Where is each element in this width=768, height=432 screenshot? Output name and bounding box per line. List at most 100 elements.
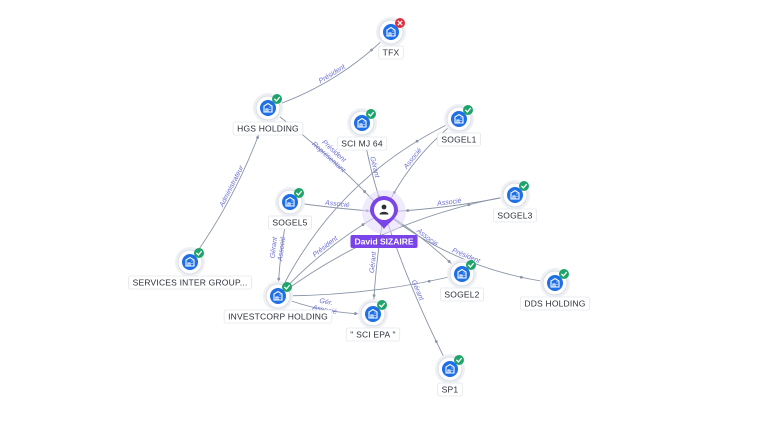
status-ok-icon (377, 300, 387, 310)
building-glyph (285, 196, 295, 207)
edge-label-text: Gér. (319, 298, 333, 307)
building-glyph (445, 363, 455, 374)
building-glyph (185, 256, 195, 267)
edge-label-text: Administrateur (218, 164, 245, 209)
label-box (345, 327, 401, 342)
company-node-sogel1[interactable]: SOGEL1 (436, 104, 482, 147)
label-box (439, 287, 485, 302)
building-glyph (550, 277, 560, 288)
edge-label-services-hgs: Administrateur (218, 164, 245, 209)
edge-label-text: Associé (277, 236, 287, 262)
label-box (267, 215, 313, 230)
status-ok-icon (466, 260, 476, 270)
company-node-sogel3[interactable]: SOGEL3 (492, 180, 538, 223)
status-ok-icon (294, 188, 304, 198)
person-label-box (350, 235, 418, 248)
status-ok-icon (559, 269, 569, 279)
company-node-services[interactable]: SERVICES INTER GROUP... (128, 247, 252, 290)
edge-arrow-investcorp-sogel3 (467, 203, 471, 207)
label-box (336, 136, 388, 151)
company-label-sciepa: " SCI EPA " (345, 327, 401, 342)
edge-label-text: Président (312, 234, 340, 259)
company-node-scimj[interactable]: SCI MJ 64 (336, 108, 388, 151)
label-box (492, 208, 538, 223)
edge-investcorp-sogel2 (277, 273, 463, 297)
edge-label-center-sogel2: Associé (414, 227, 438, 248)
edge-arrow-sogel5-investcorp (277, 277, 281, 281)
edge-label-text: Associé (402, 147, 424, 171)
company-name: " SCI EPA " (350, 330, 395, 340)
company-label-investcorp: INVESTCORP HOLDING (223, 309, 333, 324)
company-name: HGS HOLDING (237, 124, 299, 134)
edge-arrow-hgs-tfx (370, 48, 373, 52)
company-label-sogel1: SOGEL1 (436, 132, 482, 147)
building-glyph (273, 290, 283, 301)
status-ok-icon (282, 282, 292, 292)
company-node-sogel2[interactable]: SOGEL2 (439, 259, 485, 302)
company-name: SP1 (442, 385, 459, 395)
company-name: SCI MJ 64 (341, 139, 383, 149)
company-label-sogel3: SOGEL3 (492, 208, 538, 223)
company-node-investcorp[interactable]: INVESTCORP HOLDING (223, 281, 333, 324)
edge-investcorp-sogel1 (277, 118, 460, 297)
company-label-sogel2: SOGEL2 (439, 287, 485, 302)
company-label-tfx: TFX (378, 45, 404, 60)
status-ok-icon (366, 109, 376, 119)
person-icon (379, 204, 389, 215)
building-glyph (510, 189, 520, 200)
label-box (436, 132, 482, 147)
company-name: SOGEL2 (444, 290, 479, 300)
status-ok-icon (272, 94, 282, 104)
company-label-sp1: SP1 (437, 382, 463, 397)
edge-arrow-center-dds (519, 275, 523, 279)
edge-label-hgs-tfx: Président (318, 63, 348, 85)
label-box (223, 309, 333, 324)
company-node-tfx[interactable]: TFX (376, 17, 406, 60)
label-box (232, 121, 304, 136)
edge-label-text: Associé (414, 227, 438, 248)
company-node-sogel5[interactable]: SOGEL5 (267, 187, 313, 230)
edge-label-text: Associé (436, 198, 462, 208)
edge-label-center-sciepa: Gérant (369, 250, 378, 273)
edge-label-sogel1-center: Associé (402, 147, 424, 171)
edge-arrow-investcorp-sogel2 (427, 279, 431, 283)
company-name: SOGEL1 (441, 135, 476, 145)
building-glyph (263, 102, 273, 113)
building-glyph (368, 308, 378, 319)
edge-arrow-sogel3-center (406, 209, 410, 212)
company-label-services: SERVICES INTER GROUP... (128, 275, 252, 290)
company-name: TFX (383, 48, 400, 58)
edge-label-scimj-center: Gérant (368, 156, 380, 179)
company-node-dds[interactable]: DDS HOLDING (519, 268, 591, 311)
building-glyph (457, 268, 467, 279)
building-glyph (386, 26, 396, 37)
edge-label-text: Président (318, 63, 348, 85)
edge-arrow-investcorp-sciepa (353, 312, 357, 315)
company-label-scimj: SCI MJ 64 (336, 136, 388, 151)
edge-label-investcorp-center: Président (312, 234, 340, 259)
edge-label-sogel3-center: Associé (436, 198, 462, 208)
person-name: David SIZAIRE (354, 237, 413, 247)
company-label-dds: DDS HOLDING (519, 296, 591, 311)
label-box (519, 296, 591, 311)
company-node-hgs[interactable]: HGS HOLDING (232, 93, 304, 136)
label-box (128, 275, 252, 290)
edge-arrow-investcorp-center (361, 223, 365, 227)
status-ok-icon (194, 248, 204, 258)
edge-label-sogel5-center: Associé (324, 200, 350, 210)
edge-arrow-investcorp-sogel1 (415, 139, 419, 143)
person-label: David SIZAIRE (350, 235, 418, 248)
company-label-sogel5: SOGEL5 (267, 215, 313, 230)
person-disc (374, 200, 394, 220)
edge-label-text: Associé (324, 200, 350, 210)
company-node-sciepa[interactable]: " SCI EPA " (345, 299, 401, 342)
status-ok-icon (454, 355, 464, 365)
edge-arrow-hgs-center (363, 190, 367, 193)
person-node[interactable]: David SIZAIRE (350, 190, 418, 248)
company-node-sp1[interactable]: SP1 (435, 354, 465, 397)
company-name: SOGEL3 (497, 211, 532, 221)
status-ok-icon (519, 181, 529, 191)
company-name: DDS HOLDING (524, 299, 585, 309)
